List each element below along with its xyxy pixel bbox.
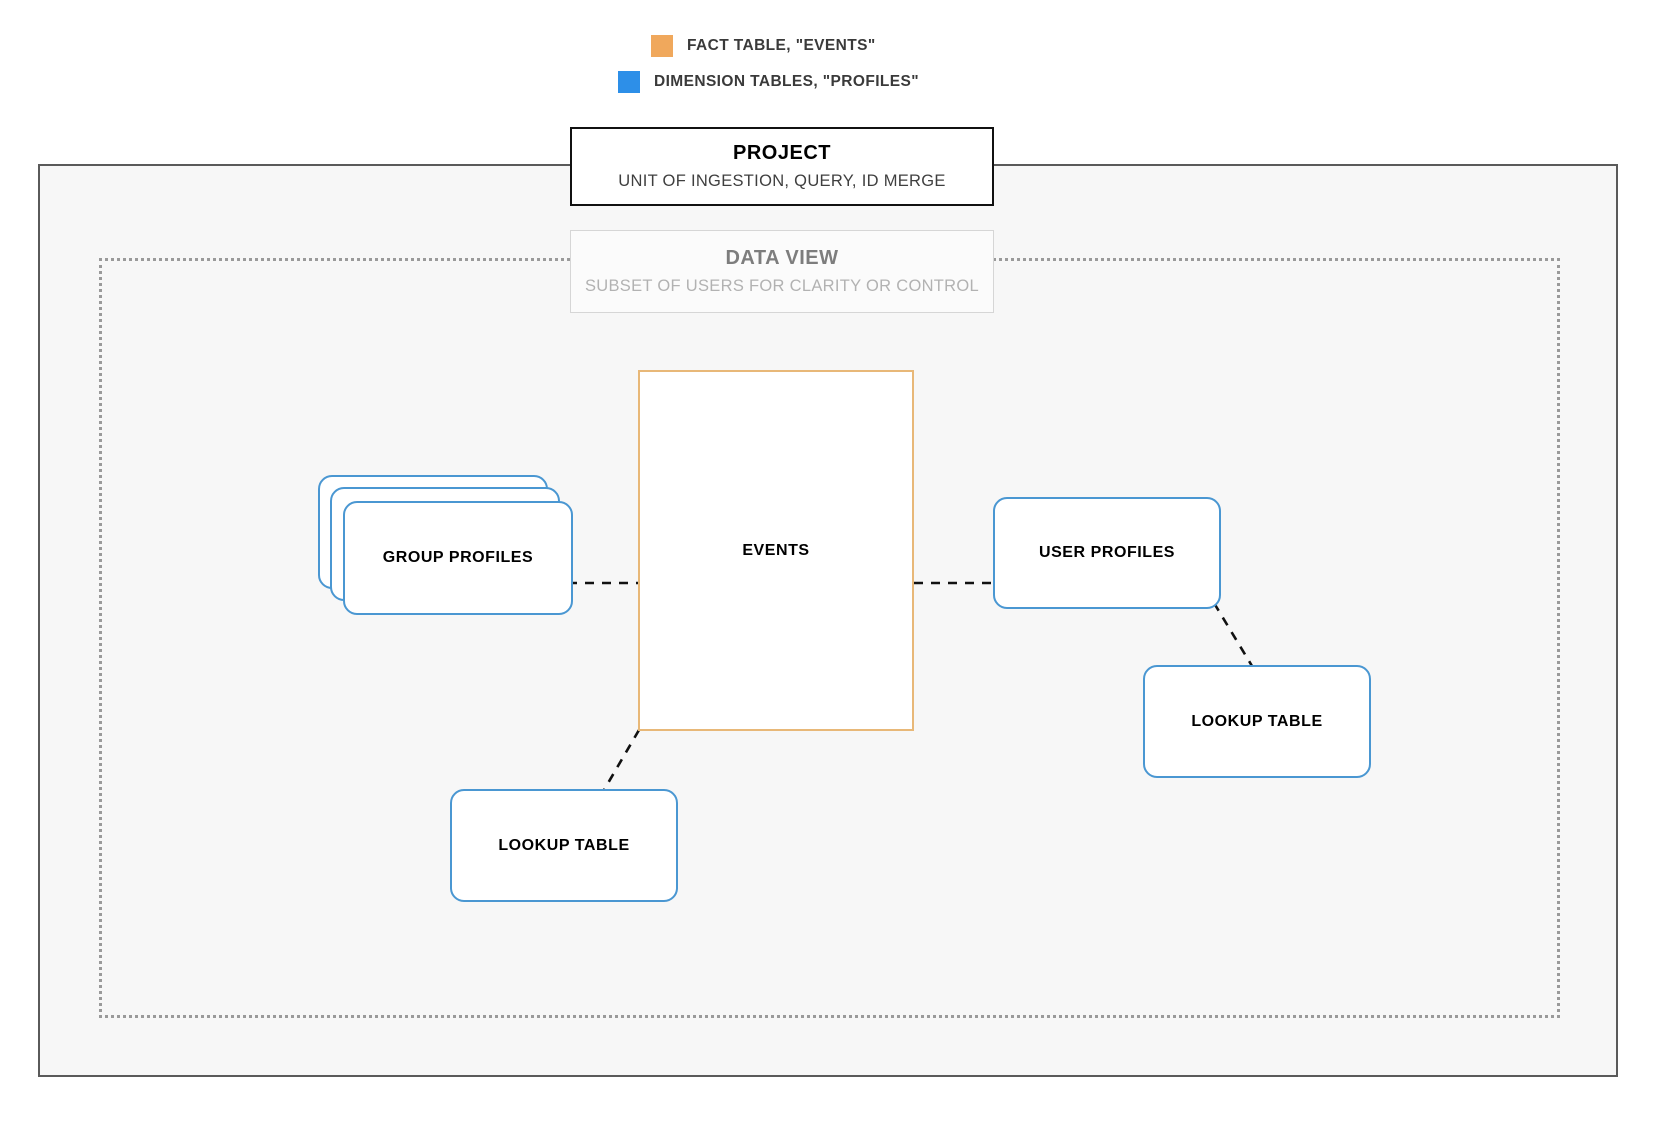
project-title: PROJECT [733,141,831,164]
group-profiles-card-front[interactable]: GROUP PROFILES [343,501,573,615]
node-group-profiles[interactable]: GROUP PROFILES [318,475,593,645]
node-label-lookup-table-right: LOOKUP TABLE [1191,712,1323,730]
node-user-profiles[interactable]: USER PROFILES [993,497,1221,609]
blue-square-swatch [618,71,640,93]
legend-item-dimension-tables: DIMENSION TABLES, "PROFILES" [618,71,919,93]
data-view-title: DATA VIEW [725,246,839,269]
legend-label-fact-table: FACT TABLE, "EVENTS" [687,37,876,54]
data-view-subtitle: SUBSET OF USERS FOR CLARITY OR CONTROL [584,276,980,295]
node-label-user-profiles: USER PROFILES [1038,544,1176,561]
data-view-header-box[interactable]: DATA VIEW SUBSET OF USERS FOR CLARITY OR… [570,230,994,313]
node-lookup-table-right[interactable]: LOOKUP TABLE [1143,665,1371,778]
node-label-events: EVENTS [742,541,810,559]
node-events[interactable]: EVENTS [638,370,914,731]
node-label-group-profiles: GROUP PROFILES [382,549,534,566]
legend-item-fact-table: FACT TABLE, "EVENTS" [651,35,876,57]
legend-label-dimension-tables: DIMENSION TABLES, "PROFILES" [654,73,920,90]
node-lookup-table-left[interactable]: LOOKUP TABLE [450,789,678,902]
project-header-box[interactable]: PROJECT UNIT OF INGESTION, QUERY, ID MER… [570,127,994,206]
project-subtitle: UNIT OF INGESTION, QUERY, ID MERGE [618,171,946,190]
orange-square-swatch [651,35,673,57]
node-label-lookup-table-left: LOOKUP TABLE [498,836,630,854]
